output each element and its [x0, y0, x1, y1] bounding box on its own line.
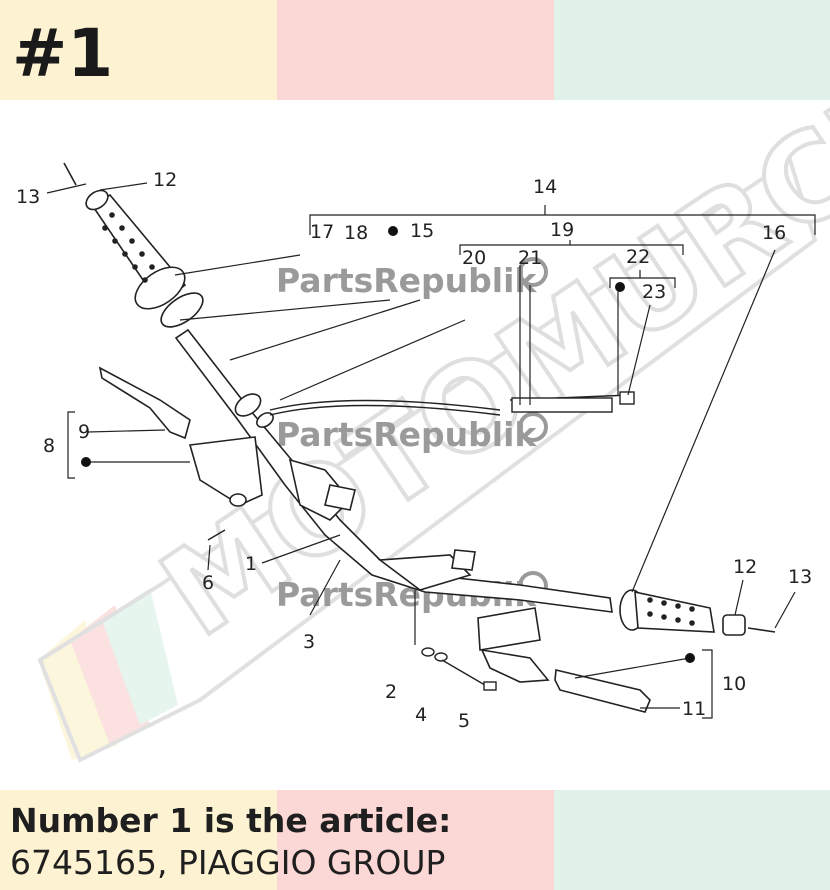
bullet: [388, 226, 398, 236]
fasteners: [207, 529, 497, 691]
bullet: [685, 653, 695, 663]
caption-article-number: 6745165, PIAGGIO GROUP: [10, 843, 446, 882]
band-mint: [554, 0, 830, 100]
bullet: [81, 457, 91, 467]
item-number-badge: #1: [12, 15, 114, 92]
callout-15: 15: [410, 220, 434, 242]
callout-8: 8: [43, 435, 55, 457]
exploded-parts-diagram: MOTOMURCIA PartsRepublik PartsRepublik P…: [16, 100, 830, 763]
band-yellow: [0, 0, 277, 100]
callout-labels: 1 2 3 4 5 6 8 9 10 11 12 12 13 13 14 15 …: [16, 169, 812, 732]
callout-bullets: [81, 226, 695, 663]
right-grip: [619, 589, 776, 636]
gear-icon: [518, 412, 548, 442]
left-brake-assembly: [98, 366, 263, 507]
callout-17: 17: [310, 221, 334, 243]
callout-3: 3: [303, 631, 315, 653]
callout-22: 22: [626, 246, 650, 268]
band-yellow: [0, 790, 277, 890]
callout-4: 4: [415, 704, 427, 726]
callout-14: 14: [533, 176, 557, 198]
band-pink: [277, 0, 554, 100]
callout-12-left: 12: [153, 169, 177, 191]
callout-16: 16: [762, 222, 786, 244]
band-pink: [277, 790, 554, 890]
callout-18: 18: [344, 222, 368, 244]
callout-brackets: [46, 182, 816, 719]
callout-23: 23: [642, 281, 666, 303]
callout-13-left: 13: [16, 186, 40, 208]
partsrepublik-watermark-2: PartsRepublik: [276, 412, 548, 454]
handlebar: [174, 328, 613, 613]
callout-9: 9: [78, 421, 90, 443]
callout-11: 11: [682, 698, 706, 720]
callout-19: 19: [550, 219, 574, 241]
partsrepublik-watermark-1: PartsRepublik: [276, 257, 548, 300]
partsrepublik-text: PartsRepublik: [276, 261, 537, 300]
callout-6: 6: [202, 572, 214, 594]
callout-10: 10: [722, 673, 746, 695]
band-mint: [554, 790, 830, 890]
callout-5: 5: [458, 710, 470, 732]
partsrepublik-text: PartsRepublik: [276, 415, 537, 454]
callout-20: 20: [462, 247, 486, 269]
callout-2: 2: [385, 681, 397, 703]
footer-color-band: [0, 790, 830, 890]
callout-13-right: 13: [788, 566, 812, 588]
caption-title: Number 1 is the article:: [10, 801, 452, 840]
header-color-band: [0, 0, 830, 100]
callout-21: 21: [518, 247, 542, 269]
callout-1: 1: [245, 553, 257, 575]
right-brake-assembly: [477, 607, 651, 713]
left-grip: [63, 162, 274, 428]
callout-12-right: 12: [733, 556, 757, 578]
bullet: [615, 282, 625, 292]
